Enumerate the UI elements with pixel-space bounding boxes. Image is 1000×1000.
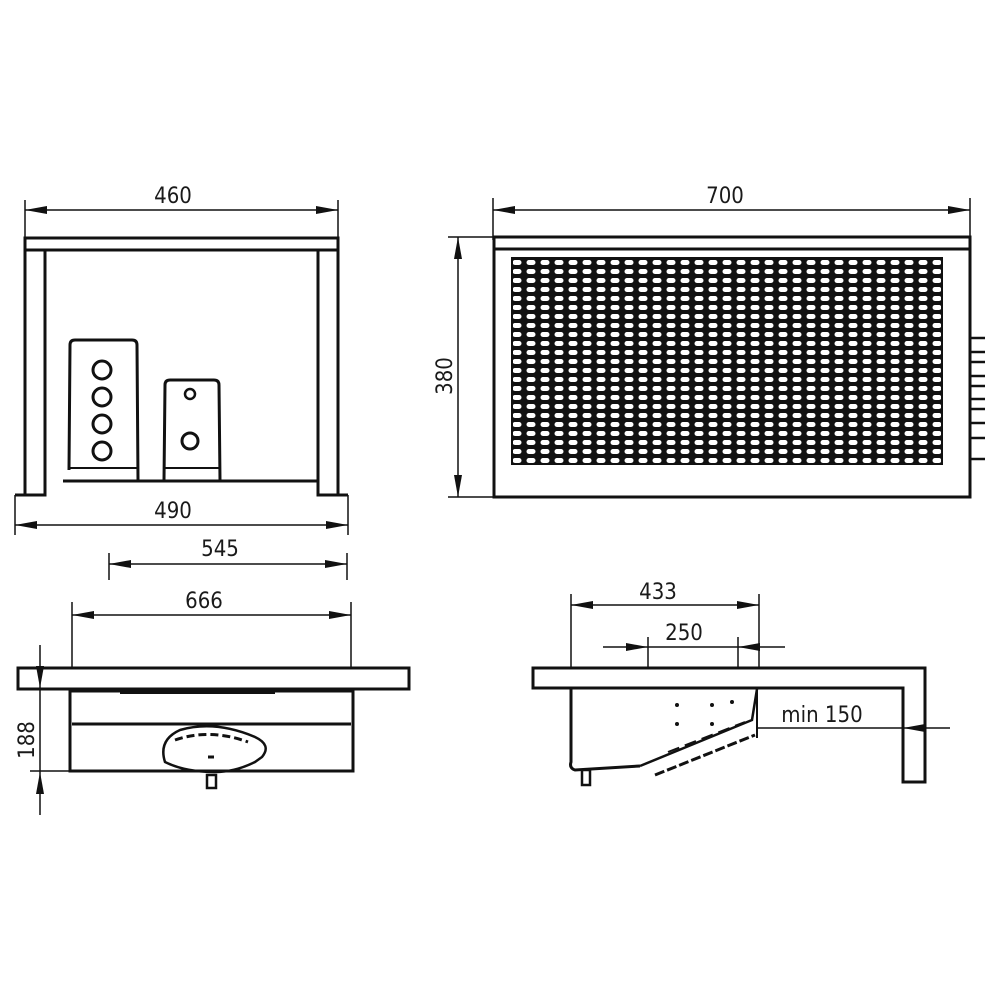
dim-label-700: 700: [706, 184, 744, 209]
dim-label-380: 380: [433, 357, 458, 395]
rivets: [675, 700, 734, 726]
dim-label-666: 666: [185, 589, 223, 614]
dimension-433: 433: [570, 580, 760, 668]
dimension-545: 545: [108, 537, 348, 580]
front-view: 460 490: [14, 184, 349, 535]
dimension-380: 380: [433, 236, 493, 498]
dimension-490: 490: [14, 495, 349, 535]
dim-label-250: 250: [665, 621, 703, 646]
fins: [970, 336, 985, 461]
side-view: 700 380: [433, 184, 985, 499]
dim-label-460: 460: [154, 184, 192, 209]
dim-label-min-150: min 150: [781, 703, 862, 728]
dim-label-490: 490: [154, 499, 192, 524]
dimension-460: 460: [24, 184, 339, 240]
bottom-left-view: 545 666 188: [15, 537, 411, 815]
dimension-250: 250: [603, 621, 785, 668]
dimension-min-150: min 150: [757, 703, 950, 732]
dim-label-188: 188: [15, 721, 40, 759]
bottom-right-view: 433 250 min 150: [531, 580, 950, 787]
dimension-188: 188: [15, 645, 70, 815]
dimension-666: 666: [71, 589, 352, 668]
dim-label-433: 433: [639, 580, 677, 605]
dim-label-545: 545: [201, 537, 239, 562]
dimension-700: 700: [492, 184, 971, 240]
grille-pattern: [511, 257, 943, 465]
